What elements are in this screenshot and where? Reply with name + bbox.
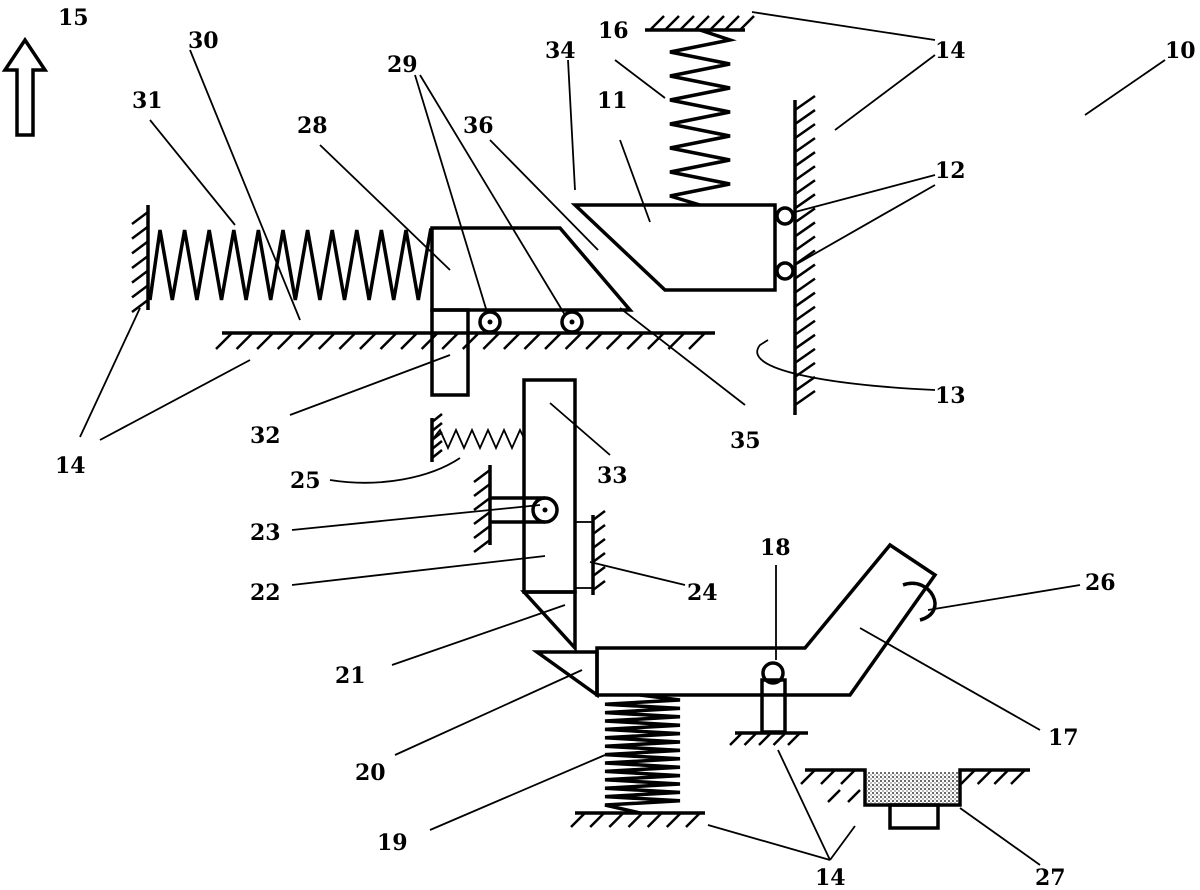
label-22: 22 (250, 580, 281, 606)
label-11: 11 (597, 88, 628, 114)
direction-arrow-15 (1, 36, 49, 137)
block-11 (570, 203, 777, 292)
roller-12-bottom (775, 261, 795, 281)
spring-25 (431, 427, 525, 451)
label-23: 23 (250, 520, 281, 546)
label-19: 19 (377, 830, 408, 856)
label-14-left: 14 (55, 453, 86, 479)
spring-31 (148, 228, 433, 301)
label-33: 33 (597, 463, 628, 489)
label-13: 13 (935, 383, 966, 409)
label-21: 21 (335, 663, 366, 689)
sensor-27 (800, 768, 1030, 830)
label-16: 16 (598, 18, 629, 44)
leader-lines (79, 11, 1166, 866)
label-35: 35 (730, 428, 761, 454)
arm-33-22 (522, 378, 577, 594)
label-25: 25 (290, 468, 321, 494)
pivot-18 (729, 661, 808, 746)
label-26: 26 (1085, 570, 1116, 596)
wedge-21 (520, 590, 577, 653)
label-28: 28 (297, 113, 328, 139)
roller-12-top (775, 206, 795, 226)
label-24: 24 (687, 580, 718, 606)
label-30: 30 (188, 28, 219, 54)
spring-19 (604, 693, 681, 815)
lever-17 (595, 542, 938, 697)
label-14-top: 14 (935, 38, 966, 64)
right-wall-13 (793, 94, 816, 415)
stop-24 (574, 510, 606, 595)
label-18: 18 (760, 535, 791, 561)
label-20: 20 (355, 760, 386, 786)
label-14-bottom: 14 (815, 865, 846, 890)
pivot-23 (473, 465, 559, 553)
label-27: 27 (1035, 865, 1066, 890)
contact-26 (902, 581, 937, 622)
label-36: 36 (463, 113, 494, 139)
label-15: 15 (58, 5, 89, 31)
label-32: 32 (250, 423, 281, 449)
top-ground (645, 15, 755, 32)
slider-block-28 (430, 226, 634, 312)
wedge-20 (531, 650, 599, 699)
label-12: 12 (935, 158, 966, 184)
label-34: 34 (545, 38, 576, 64)
rod-32 (430, 308, 470, 397)
label-31: 31 (132, 88, 163, 114)
label-10: 10 (1165, 38, 1196, 64)
label-29: 29 (387, 52, 418, 78)
left-wall (131, 205, 150, 313)
spring-16 (669, 28, 737, 207)
ground-19 (570, 811, 705, 828)
reference-labels: 15 30 34 16 14 10 31 28 29 36 11 12 32 3… (55, 5, 1196, 890)
label-17: 17 (1048, 725, 1079, 751)
guide-surface-30 (215, 331, 715, 350)
